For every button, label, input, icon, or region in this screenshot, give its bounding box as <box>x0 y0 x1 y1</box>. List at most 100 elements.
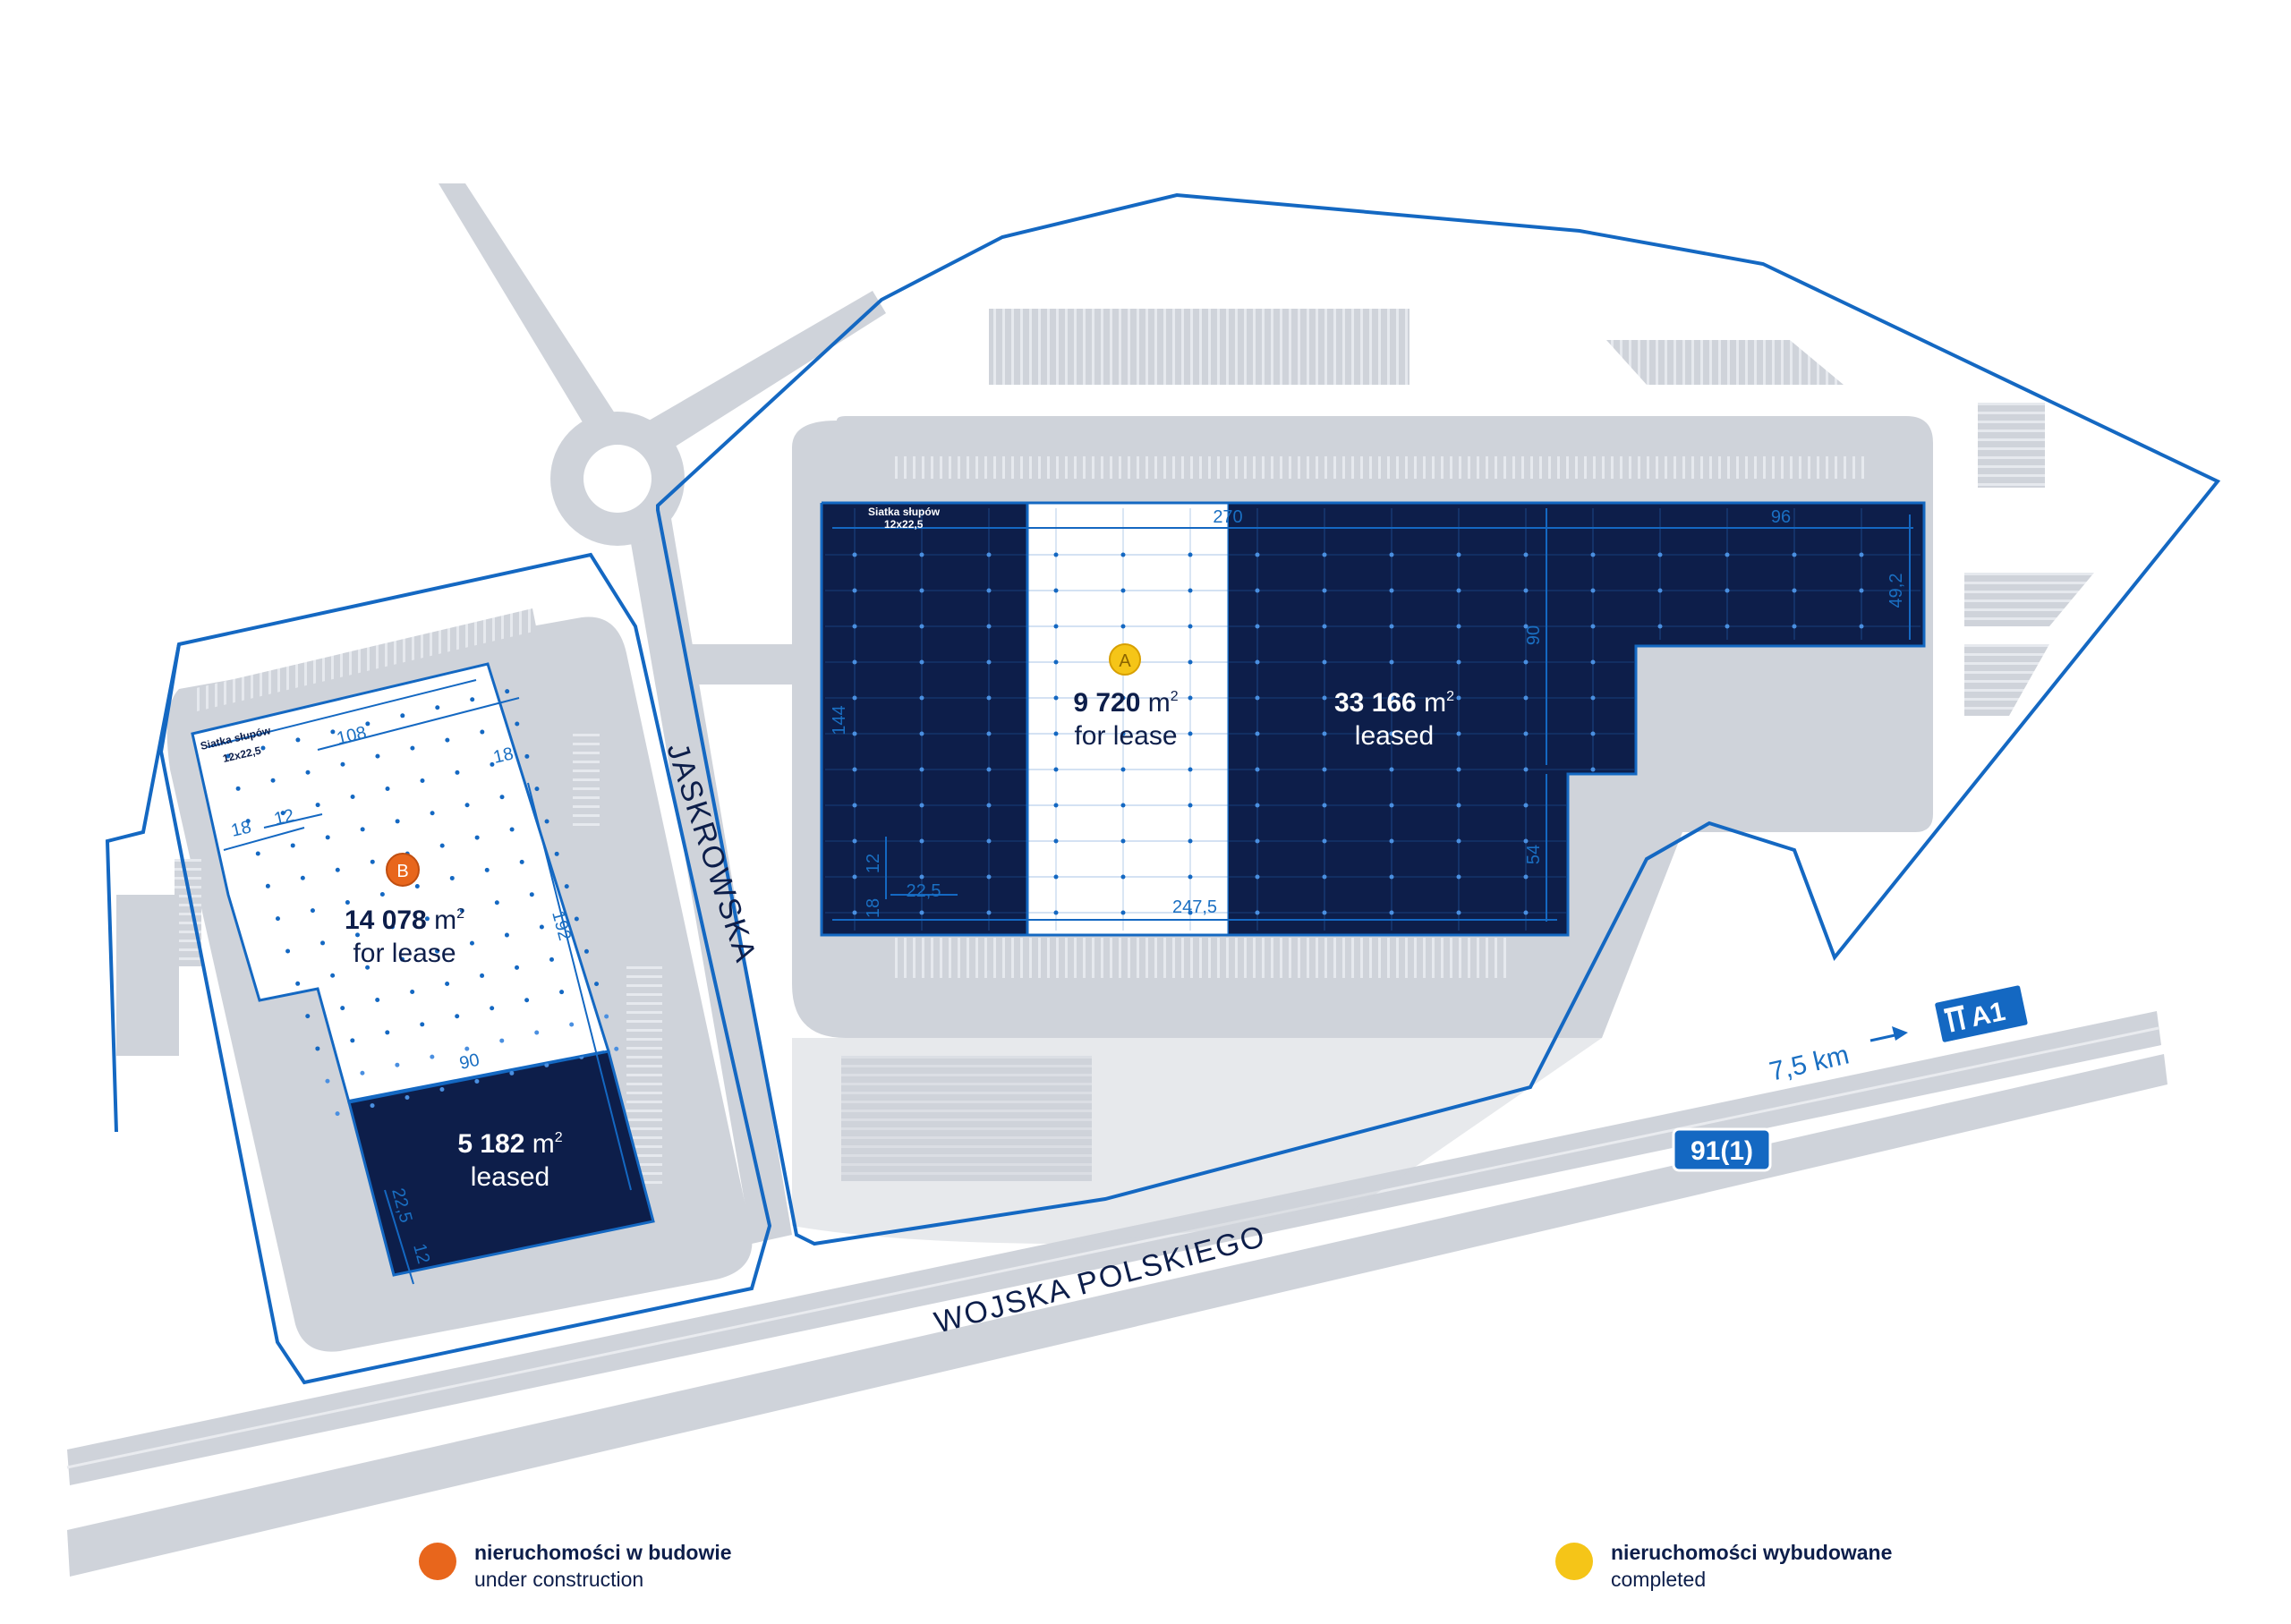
north-road <box>439 183 640 465</box>
parking-east-b <box>1964 573 2094 626</box>
grid-dot <box>420 1022 425 1027</box>
grid-dot <box>1053 695 1059 701</box>
building-a-leased-status: leased <box>1355 721 1434 751</box>
grid-dot <box>1657 552 1663 557</box>
grid-dot <box>564 884 569 889</box>
dim-a-total-length: 270 <box>1213 507 1242 527</box>
grid-dot <box>354 932 360 938</box>
grid-dot <box>1322 659 1327 665</box>
grid-dot <box>919 803 924 808</box>
a1-direction: 7,5 km A1 91(1) <box>1672 982 2031 1172</box>
parking-east-a <box>1978 403 2045 488</box>
grid-dot <box>265 883 270 889</box>
grid-dot <box>1389 588 1394 593</box>
grid-dot <box>1255 624 1260 629</box>
grid-dot <box>320 940 326 946</box>
grid-dot <box>1456 552 1461 557</box>
grid-dot <box>986 838 992 844</box>
grid-dot <box>445 981 450 986</box>
grid-dot <box>1053 588 1059 593</box>
grid-dot <box>1120 731 1126 736</box>
grid-dot <box>365 721 370 727</box>
grid-dot <box>1188 803 1193 808</box>
grid-dot <box>1523 552 1529 557</box>
grid-dot <box>1120 767 1126 772</box>
building-a-leased-area: 33 166 m2 <box>1334 688 1454 718</box>
grid-dot <box>385 786 390 791</box>
national-road-label: 91(1) <box>1691 1136 1753 1166</box>
grid-dot <box>1053 838 1059 844</box>
building-b-leased-status: leased <box>471 1162 549 1192</box>
grid-dot <box>1456 910 1461 915</box>
grid-dot <box>986 588 992 593</box>
legend-completed: nieruchomości wybudowane completed <box>1555 1539 1892 1593</box>
grid-dot <box>1322 552 1327 557</box>
grid-dot <box>1389 803 1394 808</box>
grid-dot <box>1188 552 1193 557</box>
grid-dot <box>245 819 251 824</box>
grid-dot <box>919 588 924 593</box>
grid-dot <box>539 924 544 930</box>
building-a-lease-area: 9 720 m2 <box>1073 688 1178 718</box>
grid-dot <box>559 990 565 995</box>
grid-dot <box>455 1014 460 1019</box>
grid-dot <box>1053 731 1059 736</box>
grid-dot <box>919 838 924 844</box>
grid-dot <box>1188 588 1193 593</box>
parking-b-north <box>192 608 537 711</box>
marker-a-label: A <box>1119 651 1131 671</box>
building-a-lease-status: for lease <box>1074 721 1177 751</box>
grid-dot <box>1053 624 1059 629</box>
grid-dot <box>484 867 490 872</box>
grid-dot <box>852 838 857 844</box>
grid-dot <box>524 753 530 759</box>
grid-dot <box>375 753 380 759</box>
grid-dot <box>474 835 480 840</box>
parking-north-b <box>1606 340 1844 385</box>
grid-dot <box>1590 624 1596 629</box>
grid-dot <box>919 552 924 557</box>
grid-dot <box>1188 910 1193 915</box>
grid-dot <box>1523 910 1529 915</box>
grid-dot <box>524 998 530 1003</box>
parking-dock-top <box>895 456 1866 479</box>
grid-dot <box>1255 803 1260 808</box>
grid-dot <box>1188 695 1193 701</box>
building-b-leased <box>347 1050 655 1277</box>
grid-dot <box>1456 659 1461 665</box>
building-a-labels: Siatka słupów 12x22,5 A 9 720 m2 for lea… <box>830 506 1906 918</box>
grid-dot <box>360 827 365 832</box>
grid-dot <box>335 1111 340 1117</box>
grid-dot <box>1322 910 1327 915</box>
under-construction-dot-icon <box>419 1543 456 1580</box>
grid-dot <box>474 1078 480 1084</box>
grid-dot <box>1456 838 1461 844</box>
grid-dot <box>1322 588 1327 593</box>
grid-dot <box>1053 874 1059 880</box>
grid-dot <box>919 731 924 736</box>
grid-dot <box>439 843 445 848</box>
grid-dot <box>1188 624 1193 629</box>
grid-dot <box>1120 874 1126 880</box>
grid-dot <box>1322 731 1327 736</box>
grid-dot <box>504 932 509 938</box>
grid-dot <box>1456 874 1461 880</box>
grid-note-a-line2: 12x22,5 <box>884 518 924 531</box>
grid-dot <box>1523 838 1529 844</box>
grid-dot <box>1523 767 1529 772</box>
grid-dot <box>400 957 405 962</box>
grid-dot <box>464 803 470 808</box>
grid-dot <box>1725 552 1730 557</box>
grid-dot <box>295 737 301 743</box>
grid-dot <box>1389 838 1394 844</box>
grid-dot <box>480 729 485 735</box>
grid-dot <box>1053 910 1059 915</box>
marker-b <box>386 853 420 887</box>
grid-dot <box>325 835 330 840</box>
a1-label: A1 <box>1968 997 2007 1033</box>
grid-dot <box>986 659 992 665</box>
grid-dot <box>285 948 291 954</box>
grid-dot <box>852 695 857 701</box>
grid-dot <box>340 761 345 767</box>
